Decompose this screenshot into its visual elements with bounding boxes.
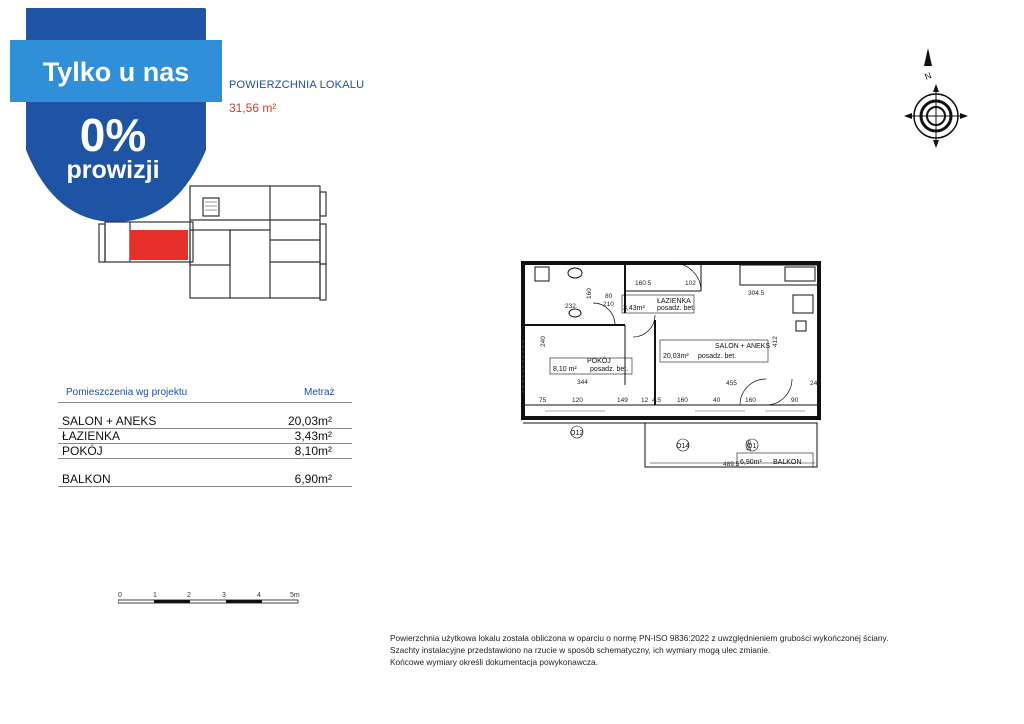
table-row-name: BALKON bbox=[62, 472, 111, 486]
room-area-label: 3,43m² bbox=[623, 305, 645, 312]
table-row-area: 6,90m² bbox=[294, 472, 332, 486]
table-row-area: 20,03m² bbox=[287, 414, 332, 428]
compass-icon: N bbox=[904, 48, 968, 148]
room-label: ŁAZIENKA bbox=[657, 298, 691, 305]
dimension-label: 304.5 bbox=[748, 290, 765, 297]
room-area-label: 20,03m² bbox=[663, 353, 689, 360]
dimension-label: 455 bbox=[726, 380, 737, 387]
window-tag: O14 bbox=[676, 443, 689, 450]
room-area-label: 8,10 m² bbox=[553, 366, 577, 373]
room-finish-label: posadz. bet. bbox=[698, 353, 736, 360]
room-label: POKÓJ bbox=[587, 356, 611, 365]
dimension-label: 12 bbox=[641, 397, 649, 404]
selected-unit-highlight bbox=[130, 230, 188, 260]
promo-percent: 0% bbox=[79, 109, 147, 161]
table-row-name: ŁAZIENKA bbox=[62, 429, 121, 443]
floor-overview bbox=[98, 185, 327, 301]
dimension-label: 412 bbox=[772, 336, 779, 347]
compass-north-label: N bbox=[923, 70, 933, 82]
promo-headline: Tylko u nas bbox=[42, 56, 190, 87]
dimension-label: 240 bbox=[540, 336, 547, 347]
table-row-area: 3,43m² bbox=[294, 429, 332, 443]
table-divider bbox=[58, 486, 352, 487]
scale-bar bbox=[118, 599, 299, 604]
dimension-label: 232 bbox=[565, 303, 576, 310]
area-label: POWIERZCHNIA LOKALU bbox=[229, 79, 365, 91]
dimension-label: 90 bbox=[791, 397, 799, 404]
dimension-label: 145 bbox=[746, 440, 753, 451]
scale-label: 2 bbox=[187, 592, 191, 599]
floor-plan: ŁAZIENKA 3,43m² posadz. bet. SALON + ANE… bbox=[521, 261, 821, 468]
dimension-label: 149 bbox=[617, 397, 628, 404]
table-divider bbox=[58, 428, 352, 429]
dimension-label: 344 bbox=[577, 379, 588, 386]
scale-label: 3 bbox=[222, 592, 226, 599]
promo-subtitle: prowizji bbox=[66, 156, 160, 184]
table-row-name: POKÓJ bbox=[62, 444, 103, 458]
dimension-label: 160.5 bbox=[635, 280, 652, 287]
area-value: 31,56 m² bbox=[229, 101, 277, 115]
room-finish-label: posadz. bet. bbox=[657, 305, 695, 312]
scale-label: 0 bbox=[118, 592, 122, 599]
dimension-label: 4.5 bbox=[652, 397, 661, 404]
room-finish-label: posadz. bet. bbox=[590, 366, 628, 373]
table-divider bbox=[58, 402, 352, 403]
room-label: BALKON bbox=[773, 459, 801, 466]
dimension-label: 160 bbox=[745, 397, 756, 404]
dimension-label: 160 bbox=[677, 397, 688, 404]
dimension-label: 120 bbox=[572, 397, 583, 404]
window-tag: O1 bbox=[747, 443, 756, 450]
scale-label: 1 bbox=[153, 592, 157, 599]
table-row-name: SALON + ANEKS bbox=[62, 414, 157, 428]
dimension-label: 210 bbox=[603, 301, 614, 308]
promo-badge bbox=[10, 8, 222, 222]
scale-label: 4 bbox=[257, 592, 261, 599]
room-label: SALON + ANEKS bbox=[715, 343, 770, 350]
scale-label: 5m bbox=[290, 592, 300, 599]
dimension-label: 160 bbox=[586, 288, 593, 299]
table-header-rooms: Pomieszczenia wg projektu bbox=[66, 387, 188, 398]
dimension-label: 24 bbox=[810, 380, 818, 387]
dimension-label: 102 bbox=[685, 280, 696, 287]
table-row-area: 8,10m² bbox=[294, 444, 332, 458]
window-tag: O12 bbox=[570, 430, 583, 437]
footnote-line: Powierzchnia użytkowa lokalu została obl… bbox=[390, 633, 889, 643]
table-divider bbox=[58, 443, 352, 444]
dimension-label: 80 bbox=[605, 293, 613, 300]
dimension-label: 40 bbox=[713, 397, 721, 404]
table-divider bbox=[58, 458, 352, 459]
table-header-area: Metraż bbox=[304, 387, 335, 398]
room-area-label: 6,90m² bbox=[740, 459, 762, 466]
footnote-line: Szachty instalacyjne przedstawiono na rz… bbox=[390, 645, 771, 655]
dimension-label: 489.5 bbox=[723, 461, 740, 468]
footnote-line: Końcowe wymiary określi dokumentacja pow… bbox=[390, 657, 598, 667]
dimension-label: 75 bbox=[539, 397, 547, 404]
